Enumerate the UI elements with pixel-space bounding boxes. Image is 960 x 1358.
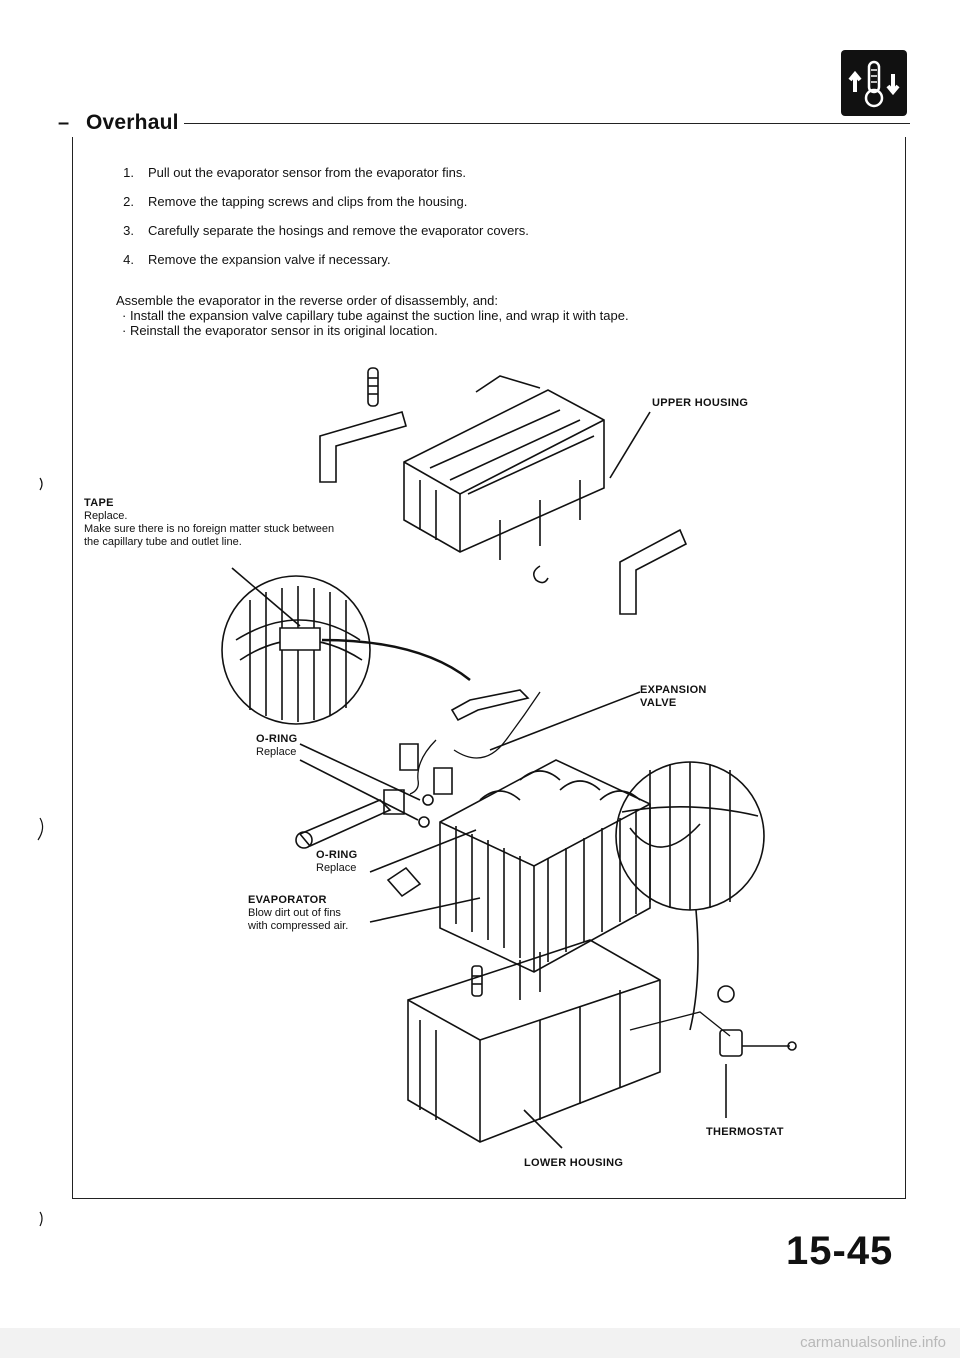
content-frame (72, 137, 906, 1199)
page-title: Overhaul (86, 111, 179, 134)
section-header: – Overhaul (58, 111, 910, 135)
lower-housing-label: LOWER HOUSING (524, 1157, 624, 1169)
upper-housing-label: UPPER HOUSING (652, 397, 749, 409)
assembly-notes: · Install the expansion valve capillary … (122, 308, 629, 338)
expansion-valve-label: EXPANSION VALVE (640, 684, 707, 709)
step-text: Pull out the evaporator sensor from the … (148, 165, 466, 180)
step-2: 2. Remove the tapping screws and clips f… (116, 194, 876, 223)
procedure-steps: 1. Pull out the evaporator sensor from t… (116, 165, 876, 281)
step-text: Remove the tapping screws and clips from… (148, 194, 468, 209)
assembly-intro: Assemble the evaporator in the reverse o… (116, 293, 499, 308)
o-ring-label-lower: O-RING Replace (316, 849, 358, 874)
step-4: 4. Remove the expansion valve if necessa… (116, 252, 876, 281)
page-number: 15-45 (786, 1229, 894, 1273)
watermark-bar: carmanualsonline.info (0, 1328, 960, 1358)
step-number: 4. (123, 252, 134, 267)
assembly-note: · Reinstall the evaporator sensor in its… (122, 323, 438, 338)
step-number: 2. (123, 194, 134, 209)
air-conditioning-section-icon (841, 50, 907, 116)
step-text: Remove the expansion valve if necessary. (148, 252, 391, 267)
tape-label: TAPE Replace. Make sure there is no fore… (84, 497, 335, 548)
step-number: 3. (123, 223, 134, 238)
o-ring-label-upper: O-RING Replace (256, 733, 298, 758)
thermostat-label: THERMOSTAT (706, 1126, 784, 1138)
title-rule (184, 123, 910, 124)
title-dash: – (58, 112, 70, 134)
step-number: 1. (123, 165, 134, 180)
step-text: Carefully separate the hosings and remov… (148, 223, 529, 238)
step-3: 3. Carefully separate the hosings and re… (116, 223, 876, 252)
step-1: 1. Pull out the evaporator sensor from t… (116, 165, 876, 194)
assembly-note: · Install the expansion valve capillary … (122, 308, 629, 323)
watermark-text: carmanualsonline.info (800, 1334, 946, 1351)
evaporator-label: EVAPORATOR Blow dirt out of fins with co… (248, 894, 349, 932)
